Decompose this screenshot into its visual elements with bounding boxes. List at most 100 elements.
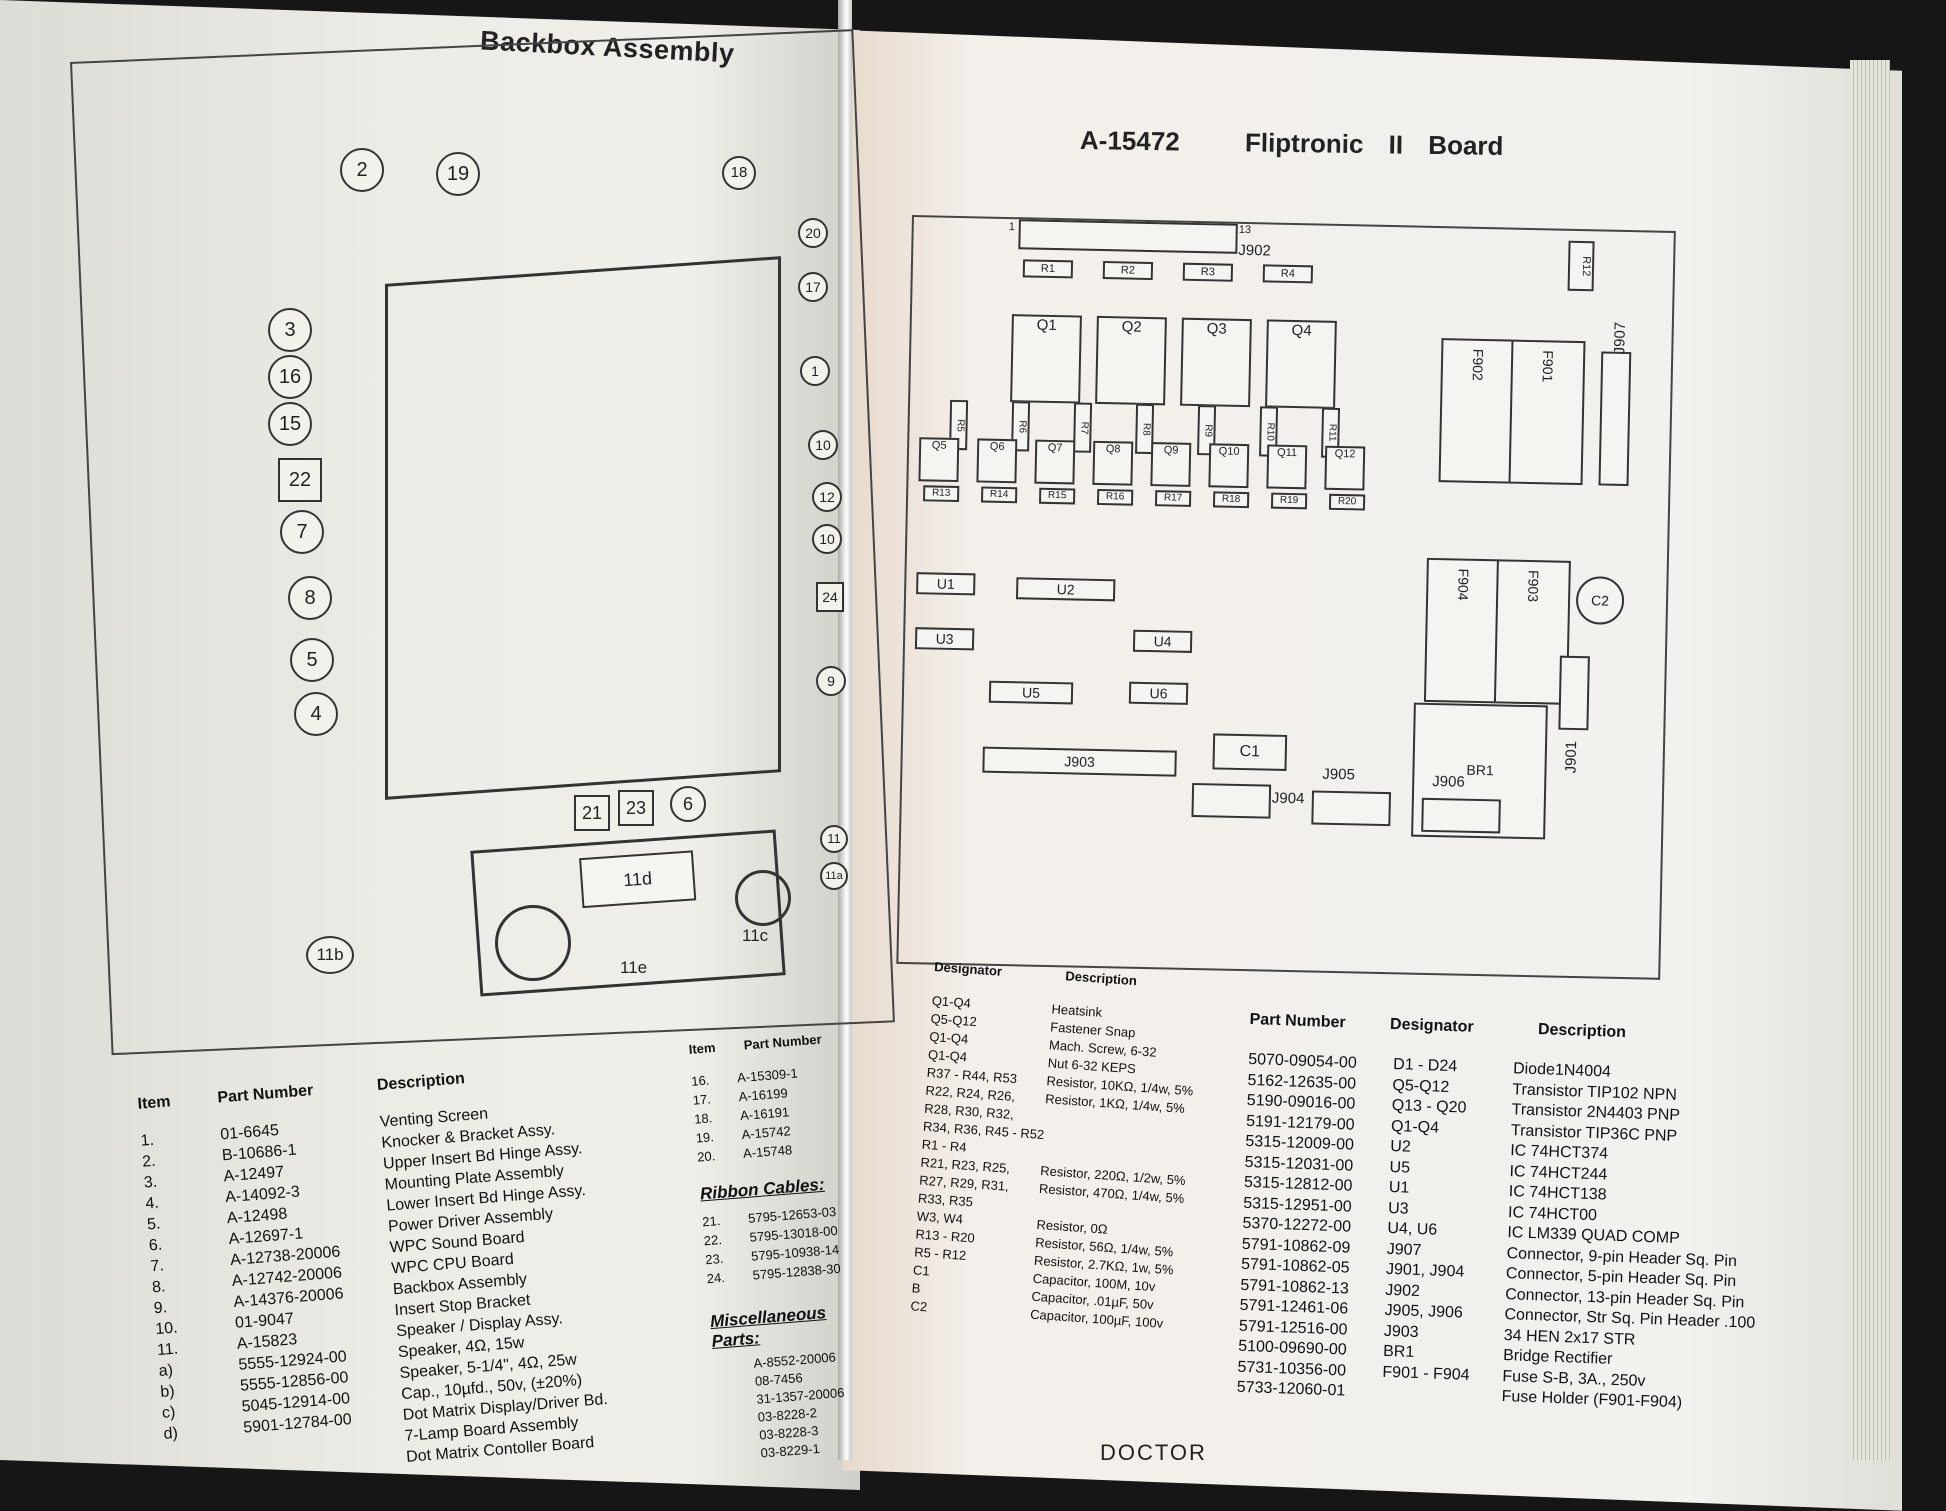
f904-label: F904 [1455, 568, 1472, 601]
ribbon-item: 24. [706, 1269, 726, 1287]
right-desig: J905, J906 [1384, 1301, 1464, 1322]
transistor-q5: Q5 [918, 437, 960, 483]
resistor-r18: R18 [1212, 491, 1250, 509]
callout-11d: 11d [579, 850, 697, 909]
right-desig: D1 - D24 [1392, 1056, 1458, 1076]
j904-label: J904 [1271, 789, 1305, 808]
right-desig: F901 - F904 [1382, 1363, 1470, 1384]
right-desig: Q5-Q12 [1392, 1076, 1450, 1096]
callout-22: 22 [278, 458, 322, 502]
callout-12: 12 [812, 482, 842, 512]
callout-15: 15 [268, 402, 312, 446]
right-desig: J903 [1383, 1322, 1419, 1341]
ribbon-cables-title: Ribbon Cables: [699, 1174, 826, 1204]
row-item: 11. [156, 1340, 179, 1360]
r12-resistor: R12 [1567, 240, 1595, 292]
callout-1: 1 [800, 356, 830, 386]
row-item: 4. [144, 1194, 160, 1213]
row-item: b) [159, 1382, 176, 1401]
right-desc: IC 74HCT138 [1508, 1183, 1607, 1204]
callout-2: 2 [340, 148, 384, 192]
secondary-part-header: Part Number [743, 1031, 823, 1053]
resistor-r2: R2 [1102, 261, 1154, 281]
footer-text: DOCTOR [1100, 1440, 1207, 1465]
resistor-r17: R17 [1154, 490, 1192, 507]
book-spine [838, 0, 852, 1460]
resistor-r13: R13 [923, 485, 960, 503]
right-desc-header: Description [1537, 1021, 1627, 1042]
row-item: d) [163, 1424, 179, 1443]
mid-desig-header: Designator [933, 959, 1003, 979]
j902-pin1-label: 1 [1008, 221, 1016, 234]
right-desig: J901, J904 [1385, 1260, 1465, 1281]
f903-label: F903 [1525, 569, 1542, 603]
callout-11: 11 [820, 825, 848, 853]
right-desc: IC 74HCT244 [1509, 1162, 1608, 1184]
transistor-q1: Q1 [1010, 314, 1082, 404]
callout-7: 7 [280, 510, 324, 554]
row-item: 5. [146, 1215, 162, 1234]
br1-label: BR1 [1466, 761, 1494, 779]
j905-connector [1311, 790, 1392, 827]
callout-18: 18 [722, 156, 756, 190]
transistor-q9: Q9 [1150, 442, 1192, 487]
resistor-r3: R3 [1182, 262, 1234, 282]
right-desig: BR1 [1382, 1342, 1415, 1361]
callout-21: 21 [574, 795, 610, 831]
j907-connector [1598, 351, 1632, 487]
callout-3: 3 [268, 308, 312, 352]
j902-pin13-label: 13 [1238, 223, 1252, 237]
j901-label: J901 [1562, 740, 1581, 774]
callout-10b: 10 [812, 524, 842, 554]
mid-desig: C2 [910, 1298, 928, 1315]
transistor-q12: Q12 [1324, 445, 1366, 491]
resistor-r7: R7 [1073, 402, 1093, 453]
transistor-q2: Q2 [1095, 315, 1167, 406]
u3-ic: U3 [914, 627, 975, 651]
j906-label: J906 [1432, 773, 1465, 791]
right-parts-table: Part Number Designator Description 5070-… [1236, 1010, 1809, 1418]
u6-ic: U6 [1128, 681, 1189, 705]
row-item: 1. [139, 1131, 155, 1150]
j901-connector [1558, 655, 1590, 731]
secondary-item-header: Item [688, 1039, 716, 1057]
callout-11a: 11a [820, 862, 848, 890]
f901-fuse-holder: F901 [1508, 339, 1586, 486]
j906-connector [1421, 797, 1501, 834]
row-item: 7. [149, 1257, 165, 1276]
callout-16: 16 [268, 355, 312, 399]
f902-label: F902 [1469, 348, 1487, 381]
transistor-q3: Q3 [1180, 317, 1252, 408]
right-desig: U3 [1387, 1199, 1409, 1218]
callout-23: 23 [618, 790, 654, 826]
transistor-q7: Q7 [1034, 439, 1076, 485]
right-desig: J902 [1385, 1281, 1421, 1300]
j903-connector: J903 [982, 746, 1177, 777]
callout-5: 5 [290, 638, 334, 682]
right-desig: J907 [1386, 1240, 1422, 1259]
right-desc: IC 74HCT00 [1507, 1203, 1598, 1224]
callout-9: 9 [816, 666, 846, 696]
callout-8: 8 [288, 576, 332, 620]
page-edges [1850, 60, 1890, 1460]
j907-label: J907 [1611, 321, 1629, 355]
backbox-cabinet-drawing [385, 256, 781, 800]
row-item: 2. [141, 1152, 157, 1171]
f902-fuse-holder: F902 [1438, 338, 1516, 484]
right-desig: Q13 - Q20 [1391, 1097, 1467, 1117]
right-desc: Diode1N4004 [1512, 1060, 1612, 1081]
right-part-header: Part Number [1249, 1010, 1346, 1032]
transistor-q6: Q6 [976, 438, 1018, 484]
callout-11b: 11b [306, 936, 354, 974]
speaker-right-drawing [735, 870, 791, 926]
right-desig: U5 [1389, 1158, 1411, 1177]
callout-4: 4 [294, 692, 338, 736]
right-desc: IC 74HCT374 [1509, 1142, 1609, 1163]
right-desig: U2 [1390, 1137, 1412, 1156]
secondary-part: A-15748 [742, 1142, 793, 1162]
right-part: 5733-12060-01 [1236, 1378, 1346, 1400]
row-item: 3. [143, 1173, 158, 1192]
